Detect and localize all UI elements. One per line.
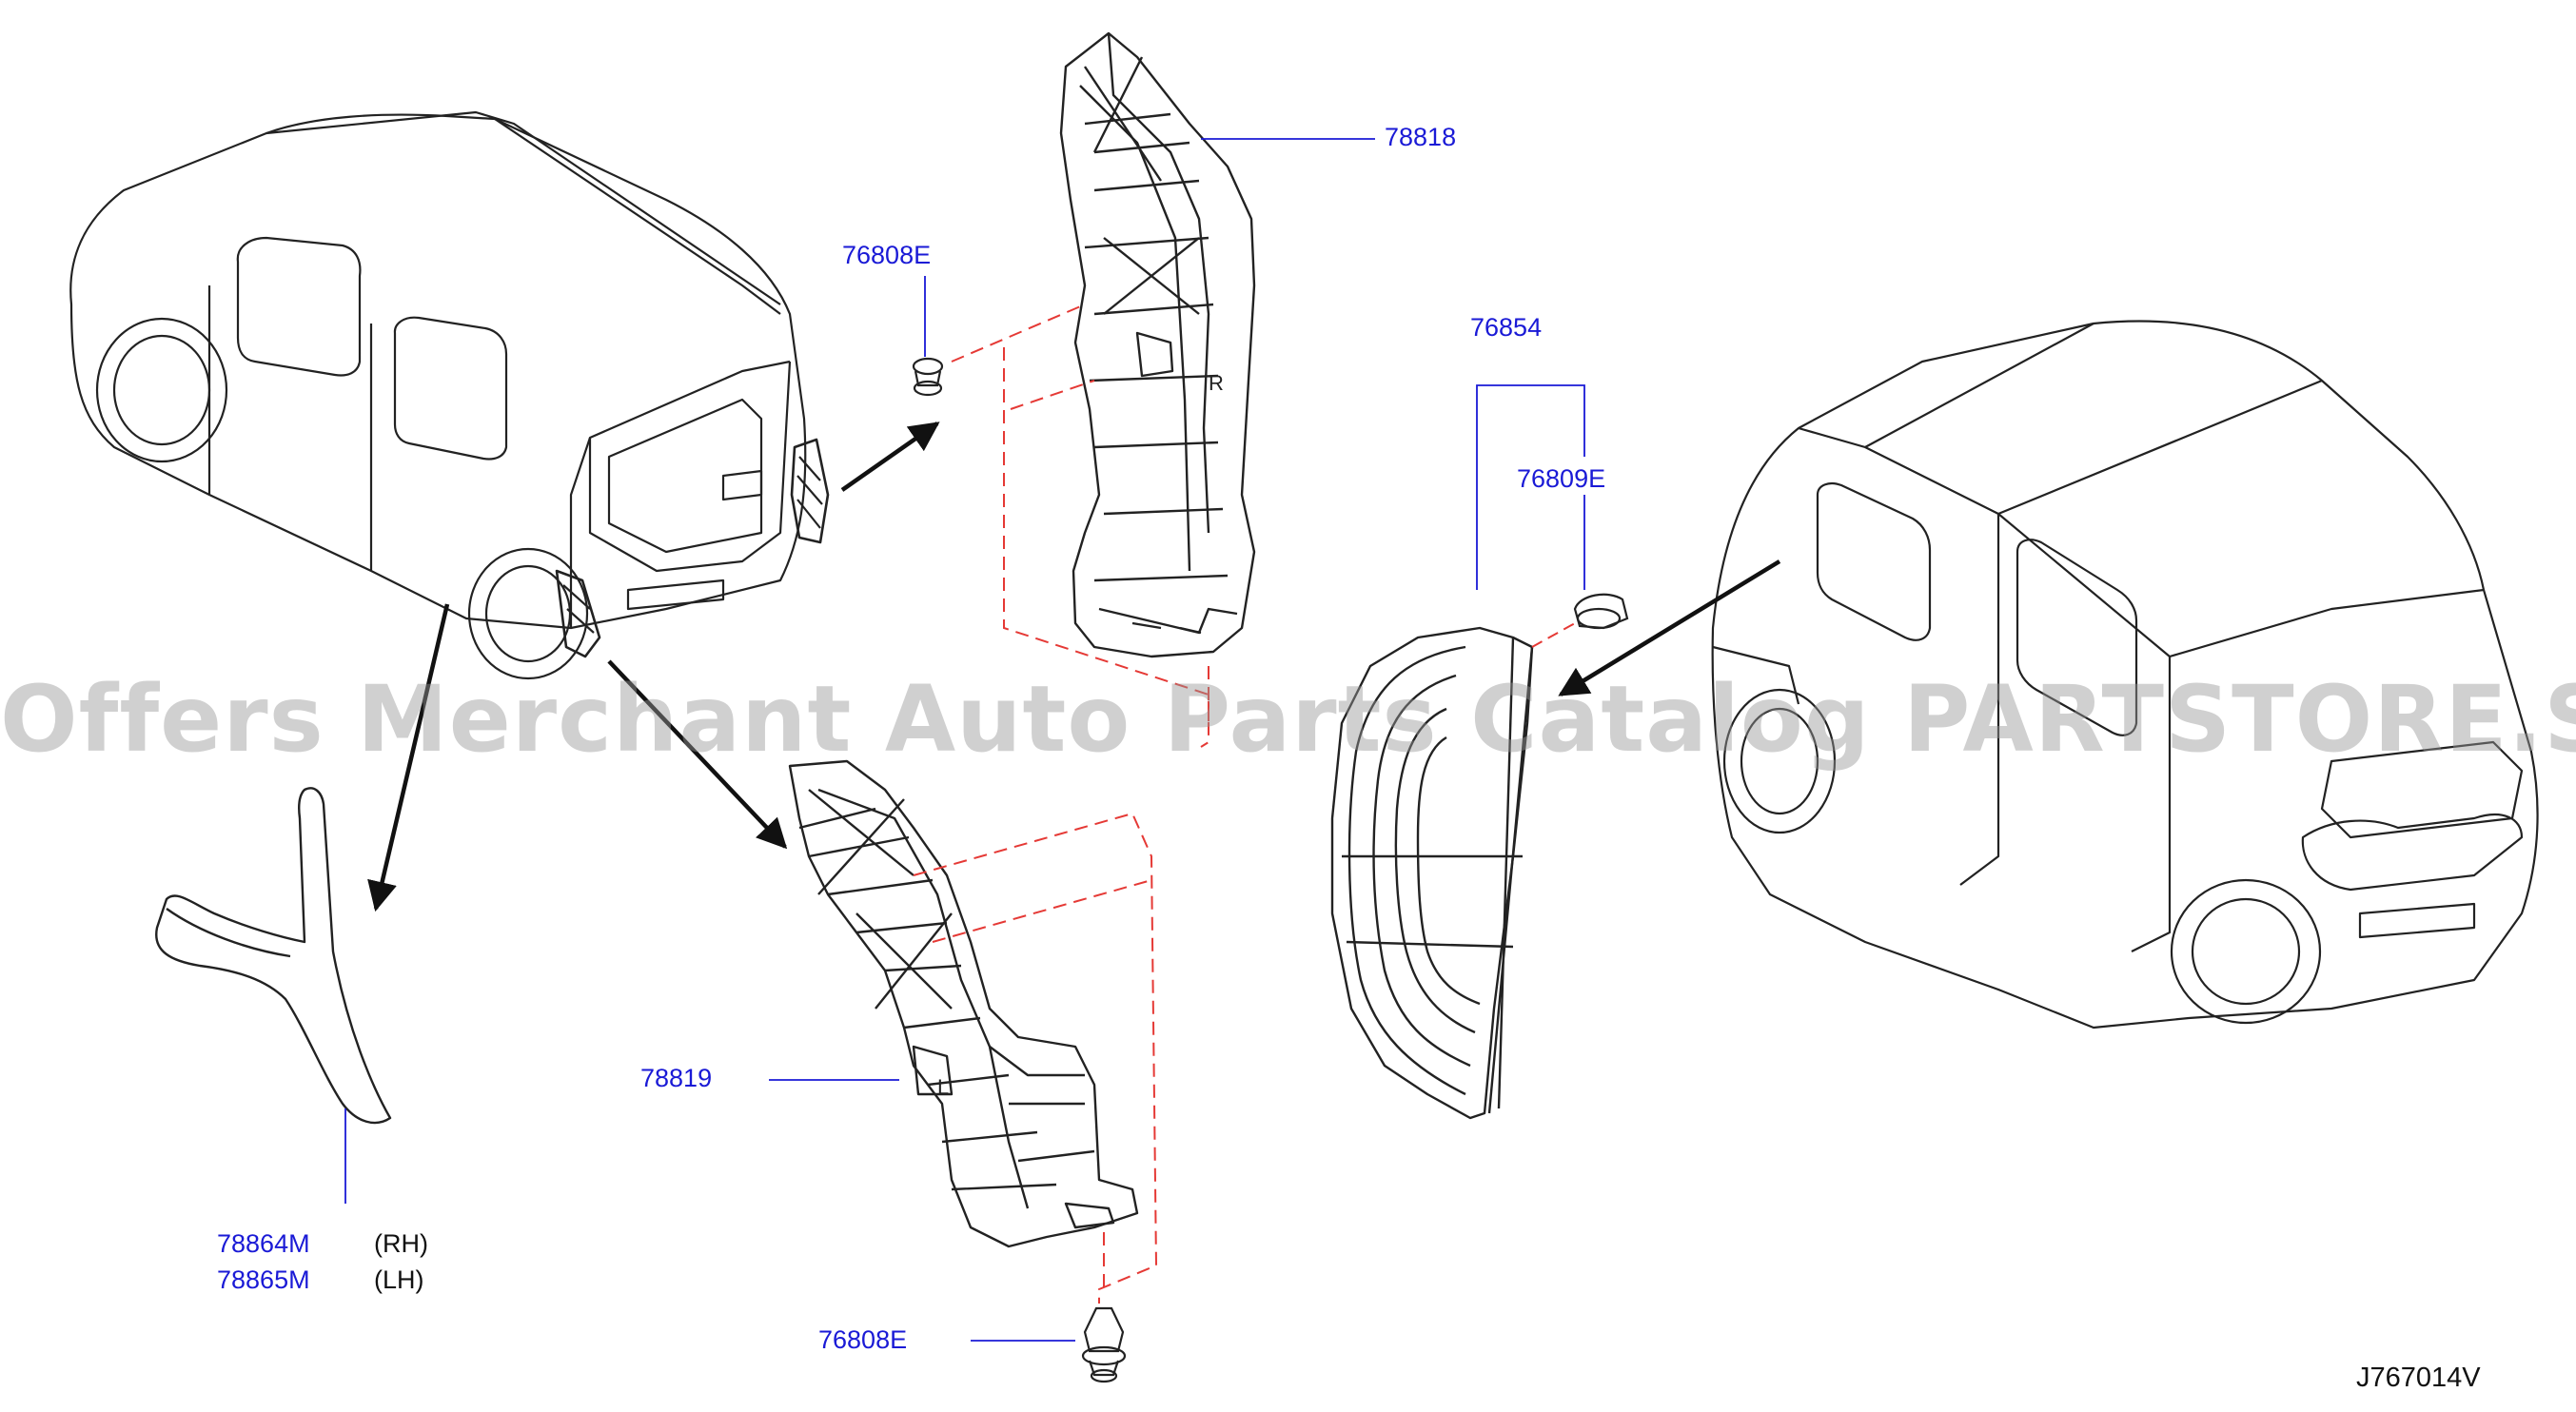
part-78818-bracket: R [1059,31,1256,658]
label-78818[interactable]: 78818 [1385,123,1457,151]
clip-76808e-top [912,357,944,397]
part-78819-bracket: L [788,759,1139,1248]
watermark-text: Offers Merchant Auto Parts Catalog PARTS… [0,666,2576,773]
arrow-to-76854 [1558,559,1781,696]
clip-76809e [1573,593,1629,630]
label-76808e-bottom[interactable]: 76808E [818,1325,908,1354]
label-78864m[interactable]: 78864M [217,1229,310,1258]
label-76808e-top[interactable]: 76808E [842,241,932,269]
part-76854-mudguard [1330,626,1534,1120]
dashed-guide-78818 [951,304,1209,748]
leader-lines [344,138,1585,1342]
label-78819[interactable]: 78819 [640,1064,713,1092]
rear-car-illustration [69,110,830,680]
arrow-to-78819 [607,659,788,850]
label-76809e[interactable]: 76809E [1517,464,1606,493]
side-label-rh: (RH) [374,1229,428,1258]
arrow-to-78818 [840,422,940,492]
label-78865m[interactable]: 78865M [217,1265,310,1294]
side-label-lh: (LH) [374,1265,424,1294]
clip-76808e-bottom [1081,1306,1127,1383]
front-car-illustration [1711,320,2539,1030]
arrow-to-78864m [367,603,450,912]
part-78864m-strip [155,787,392,1125]
svg-text:R: R [1209,371,1224,395]
label-76854[interactable]: 76854 [1470,313,1543,342]
dashed-guide-78819 [913,812,1158,1304]
dashed-guide-76854 [1531,622,1576,648]
diagram-code: J767014V [2356,1363,2481,1393]
svg-text:L: L [937,1075,949,1099]
